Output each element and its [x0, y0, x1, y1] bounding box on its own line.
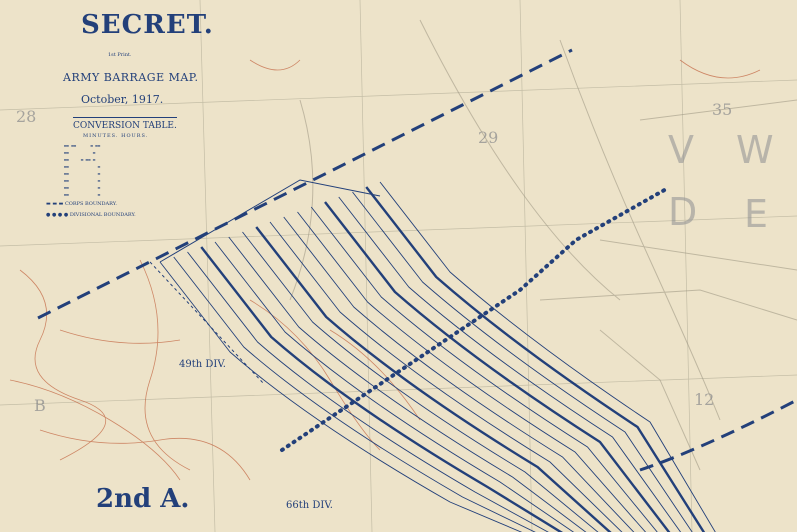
barrage-line: [324, 201, 671, 532]
army-label: 2nd A.: [96, 484, 190, 514]
conversion-row: ▬▬ ▬: [64, 185, 101, 190]
corps-boundary-line: [37, 48, 573, 320]
print-edition: 1st Print.: [108, 52, 132, 58]
barrage-line: [269, 221, 623, 532]
divisional-boundary-line-2: [149, 261, 265, 385]
corps-boundary-line-east: [639, 398, 797, 472]
conversion-row: ▬▬ ▬: [64, 192, 101, 197]
conversion-row: ▬▬ ▬▬ ▬ ▬▬: [64, 143, 101, 148]
grid-letter: D: [668, 190, 700, 234]
dash-symbol: ▬ ▬ ▬: [46, 201, 65, 207]
divisional-boundary-label: DIVISIONAL BOUNDARY.: [69, 212, 136, 218]
barrage-line: [187, 251, 549, 532]
barrage-line: [159, 261, 523, 532]
secret-title: SECRET.: [81, 10, 214, 40]
conversion-columns: MINUTES. HOURS.: [83, 133, 149, 139]
map-date: October, 1917.: [81, 93, 164, 106]
barrage-line: [228, 236, 587, 532]
grid-letter: W: [736, 128, 776, 172]
conversion-row: ▬▬ ▬: [64, 178, 101, 183]
divisional-boundary-line: [280, 186, 670, 452]
barrage-line: [352, 191, 693, 532]
grid-letter: E: [744, 192, 771, 236]
barrage-line: [173, 256, 536, 532]
sheet-number: 28: [16, 107, 37, 126]
sheet-number: B: [34, 396, 46, 415]
map-name: ARMY BARRAGE MAP.: [63, 71, 199, 84]
barrage-line: [255, 226, 612, 532]
barrage-line: [242, 231, 599, 532]
corps-boundary-label: CORPS BOUNDARY.: [64, 201, 117, 207]
sheet-number: 35: [712, 100, 733, 119]
grid-letter: V: [668, 128, 696, 172]
conversion-table-title: CONVERSION TABLE.: [73, 117, 177, 131]
sheet-number: 12: [694, 390, 715, 409]
roads: [289, 19, 797, 471]
sheet-number: 29: [478, 128, 499, 147]
dot-symbol: ● ● ● ●: [46, 212, 70, 218]
boundaries: [37, 48, 797, 472]
barrage-line: [338, 196, 682, 532]
barrage-line: [310, 206, 658, 532]
barrage-line: [200, 246, 564, 532]
trench-lines: [9, 59, 761, 481]
corps-boundary-legend: ▬ ▬ ▬ CORPS BOUNDARY.: [46, 201, 117, 207]
division-label-49th: 49th DIV.: [179, 359, 226, 370]
barrage-lines: [159, 179, 716, 532]
conversion-row: ▬▬ ▬ ▬▬ ▬: [64, 157, 96, 162]
conversion-row: ▬▬ ▬: [64, 164, 101, 169]
barrage-line: [214, 241, 575, 532]
division-label-66th: 66th DIV.: [286, 500, 333, 511]
barrage-line: [283, 216, 635, 532]
divisional-boundary-legend: ● ● ● ● DIVISIONAL BOUNDARY.: [46, 212, 136, 218]
barrage-line: [297, 211, 647, 532]
barrage-line: [365, 186, 706, 532]
barrage-line: [379, 181, 716, 532]
conversion-row: ▬▬ ▬: [64, 171, 101, 176]
conversion-row: ▬▬ ▬: [64, 150, 96, 155]
